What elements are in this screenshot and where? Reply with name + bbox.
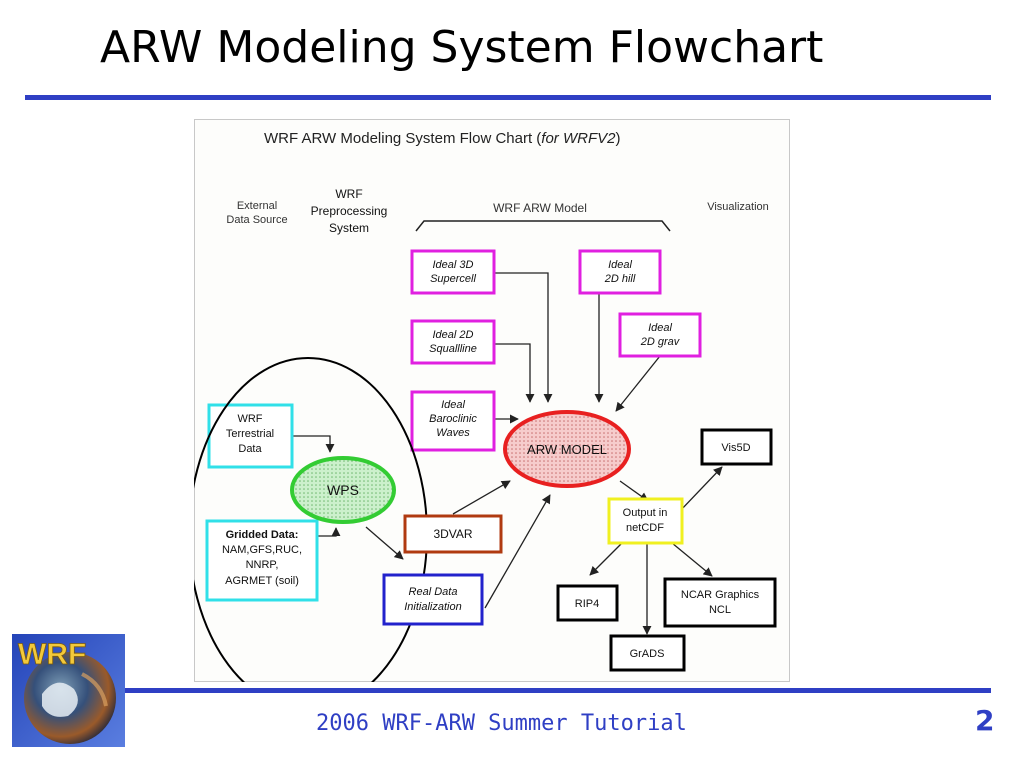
ideal-2d-hill-box [578, 249, 662, 295]
flowchart-figure: WRF ARW Modeling System Flow Chart (for … [188, 119, 790, 711]
3dvar-box [403, 514, 503, 554]
realdata-label-line1: Real Data [409, 586, 458, 598]
wps-label: WPS [327, 482, 359, 498]
header-preproc-line1: WRF [335, 187, 362, 201]
ideal-2d-grav-box [618, 312, 702, 358]
wrf-terrestrial-data-box [207, 403, 294, 469]
rip4-label: RIP4 [575, 598, 599, 610]
gridded-label-line4: AGRMET (soil) [225, 575, 299, 587]
gridded-label-line2: NAM,GFS,RUC, [222, 544, 302, 556]
header-preproc-line3: System [329, 221, 369, 235]
ideal-2d-squall-label-line2: Squallline [429, 343, 477, 355]
rip4-box [556, 584, 619, 622]
output-label-line2: netCDF [626, 522, 664, 534]
grads-label: GrADS [630, 648, 665, 660]
arw-model-label: ARW MODEL [527, 442, 607, 457]
wrf-logo: WRF [12, 634, 125, 747]
gridded-label-line3: NNRP, [246, 559, 279, 571]
header-preproc-line2: Preprocessing [311, 204, 388, 218]
ideal-baroclinic-waves-box [410, 390, 496, 452]
ideal-2dhill-label-line1: Ideal [608, 259, 632, 271]
ncar-label-line1: NCAR Graphics [681, 589, 760, 601]
gridded-data-box [205, 519, 319, 602]
terrestrial-label-line1: WRF [237, 413, 262, 425]
gridded-label-line1: Gridded Data: [226, 529, 299, 541]
flowchart-title: WRF ARW Modeling System Flow Chart (for … [264, 130, 620, 147]
terrestrial-label-line3: Data [238, 443, 262, 455]
model-bracket [415, 220, 671, 232]
output-label-line1: Output in [623, 507, 668, 519]
ideal-3d-label-line2: Supercell [430, 273, 476, 285]
ideal-2dgrav-label-line1: Ideal [648, 322, 672, 334]
slide-title: ARW Modeling System Flowchart [100, 22, 824, 73]
ideal-baroclinic-label-line2: Baroclinic [429, 413, 477, 425]
header-visualization: Visualization [707, 201, 769, 213]
connector-lines [292, 272, 723, 635]
footer-divider [25, 688, 991, 693]
vis5d-box [700, 428, 773, 466]
ideal-2d-squallline-box [410, 319, 496, 365]
real-data-initialization-box [382, 573, 484, 626]
logo-wordmark: WRF [18, 638, 86, 671]
footer-text: 2006 WRF-ARW Summer Tutorial [316, 711, 687, 736]
wps-node [290, 456, 396, 524]
ideal-2dhill-label-line2: 2D hill [604, 273, 636, 285]
output-netcdf-box [607, 497, 684, 545]
ncar-graphics-box [663, 577, 777, 628]
header-external-line2: Data Source [226, 214, 287, 226]
3dvar-label: 3DVAR [433, 527, 472, 541]
header-external-line1: External [237, 200, 277, 212]
title-divider [25, 95, 991, 100]
ideal-baroclinic-label-line1: Ideal [441, 399, 465, 411]
page-number: 2 [975, 704, 995, 737]
ideal-3d-label-line1: Ideal 3D [433, 259, 474, 271]
terrestrial-label-line2: Terrestrial [226, 428, 274, 440]
ideal-3d-supercell-box [410, 249, 496, 295]
ideal-2dgrav-label-line2: 2D grav [640, 336, 681, 348]
ideal-2d-squall-label-line1: Ideal 2D [433, 329, 474, 341]
ideal-baroclinic-label-line3: Waves [436, 427, 470, 439]
arw-model-node [503, 410, 631, 488]
ncar-label-line2: NCL [709, 604, 731, 616]
realdata-label-line2: Initialization [404, 601, 461, 613]
vis5d-label: Vis5D [721, 442, 750, 454]
grads-box [609, 634, 686, 672]
header-model: WRF ARW Model [493, 201, 587, 215]
